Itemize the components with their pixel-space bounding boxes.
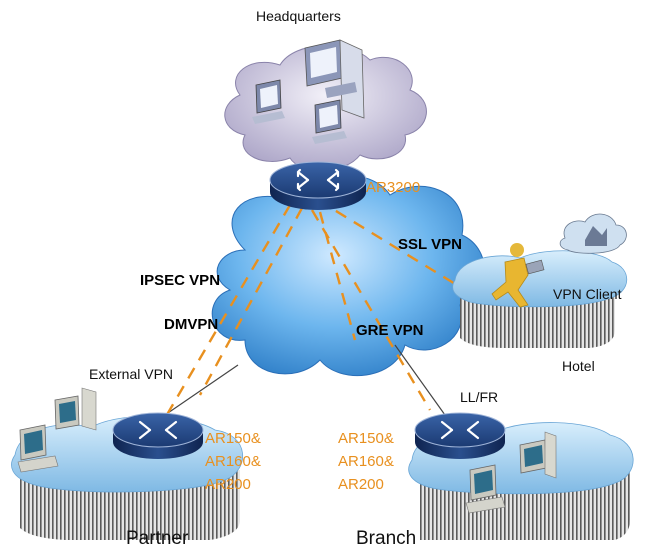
partner-router-models: AR150& AR160& AR200 (205, 427, 261, 496)
vpn-link-ssl (317, 198, 471, 295)
gre-vpn-label: GRE VPN (356, 322, 424, 339)
link-partner-solid (164, 364, 239, 416)
hq-router-model: AR3200 (366, 179, 421, 196)
router-icon (112, 412, 204, 459)
partner-model-line: AR150& (205, 430, 261, 447)
branch-pc-icon (465, 464, 506, 514)
dmvpn-label: DMVPN (164, 316, 219, 333)
branch-router-models: AR150& AR160& AR200 (338, 427, 394, 496)
ipsec-vpn-label: IPSEC VPN (140, 272, 221, 289)
branch-model-line: AR150& (338, 430, 394, 447)
external-vpn-label: External VPN (89, 366, 174, 382)
partner-pc-icon (54, 387, 97, 431)
partner-model-line: AR200 (205, 476, 251, 493)
ll-fr-label: LL/FR (460, 389, 499, 405)
partner-label: Partner (126, 528, 189, 549)
branch-pc-icon (519, 431, 557, 479)
remote-cloud (559, 213, 627, 254)
router-icon (414, 412, 506, 459)
partner-pc-icon (17, 424, 59, 473)
branch-model-line: AR160& (338, 453, 394, 470)
partner-model-line: AR160& (205, 453, 261, 470)
branch-label: Branch (356, 528, 417, 549)
hotel-label: Hotel (562, 358, 595, 374)
hq-server-icon (304, 39, 365, 119)
router-icon (269, 161, 367, 210)
vpn-client-label: VPN Client (553, 286, 622, 302)
link-branch-solid (394, 344, 446, 416)
ssl-vpn-label: SSL VPN (398, 236, 462, 253)
vpn-link-dmvpn (198, 207, 304, 396)
hq-pc-icon (312, 99, 347, 144)
vpn-link-gre (310, 209, 432, 411)
vpn-client-person-icon (491, 243, 545, 308)
branch-model-line: AR200 (338, 476, 384, 493)
hq-pc-icon (252, 79, 285, 124)
headquarters-label: Headquarters (256, 8, 341, 24)
vpn-link-gre-2 (318, 211, 357, 341)
